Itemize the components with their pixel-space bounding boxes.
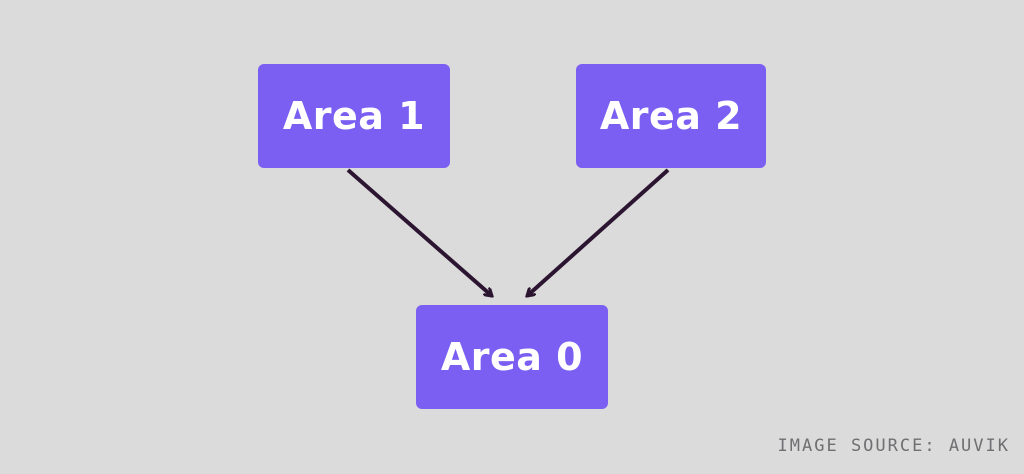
area-2-node: Area 2: [576, 64, 766, 168]
area-1-label: Area 1: [282, 94, 426, 138]
arrow-area1-to-area0: [346, 168, 492, 296]
area-1-node: Area 1: [258, 64, 450, 168]
area-0-node: Area 0: [416, 305, 608, 409]
image-source-caption: IMAGE SOURCE: AUVIK: [777, 436, 1010, 456]
area-0-label: Area 0: [440, 335, 584, 379]
area-2-label: Area 2: [599, 94, 743, 138]
arrow-area2-to-area0: [527, 168, 670, 296]
